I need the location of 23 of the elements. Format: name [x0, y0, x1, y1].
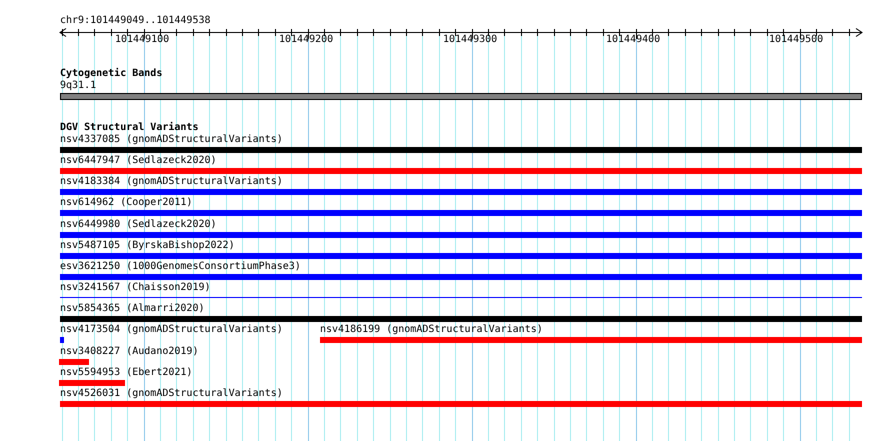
- feature-label: nsv5594953 (Ebert2021): [60, 366, 192, 379]
- feature-label: nsv5487105 (ByrskaBishop2022): [60, 240, 235, 252]
- feature-label: nsv4526031 (gnomADStructuralVariants): [60, 388, 283, 400]
- track-title: Cytogenetic Bands: [60, 68, 162, 80]
- tick-label: 101449200: [279, 34, 334, 46]
- feature-label: nsv6449980 (Sedlazeck2020): [60, 218, 217, 231]
- band-label: 9q31.1: [60, 80, 96, 92]
- feature-label: nsv6447947 (Sedlazeck2020): [60, 155, 217, 168]
- feature-label: nsv5854365 (Almarri2020): [60, 303, 204, 316]
- feature-label: nsv614962 (Cooper2011): [60, 197, 192, 210]
- feature-label: nsv3408227 (Audano2019): [60, 346, 198, 358]
- feature-label: nsv3241567 (Chaisson2019): [60, 282, 211, 294]
- feature-label: nsv4337085 (gnomADStructuralVariants): [60, 134, 283, 146]
- track-title: DGV Structural Variants: [60, 122, 198, 134]
- tick-label: 101449500: [769, 34, 824, 46]
- feature-label: nsv4186199 (gnomADStructuralVariants): [320, 324, 543, 336]
- tick-label: 101449400: [606, 34, 660, 46]
- feature-label: nsv4183384 (gnomADStructuralVariants): [60, 176, 283, 188]
- locus-title: chr9:101449049..101449538: [60, 15, 211, 27]
- feature-label: nsv4173504 (gnomADStructuralVariants): [60, 324, 283, 336]
- feature-label: esv3621250 (1000GenomesConsortiumPhase3): [60, 260, 301, 273]
- tick-label: 101449300: [443, 34, 498, 46]
- tick-label: 101449100: [115, 34, 170, 46]
